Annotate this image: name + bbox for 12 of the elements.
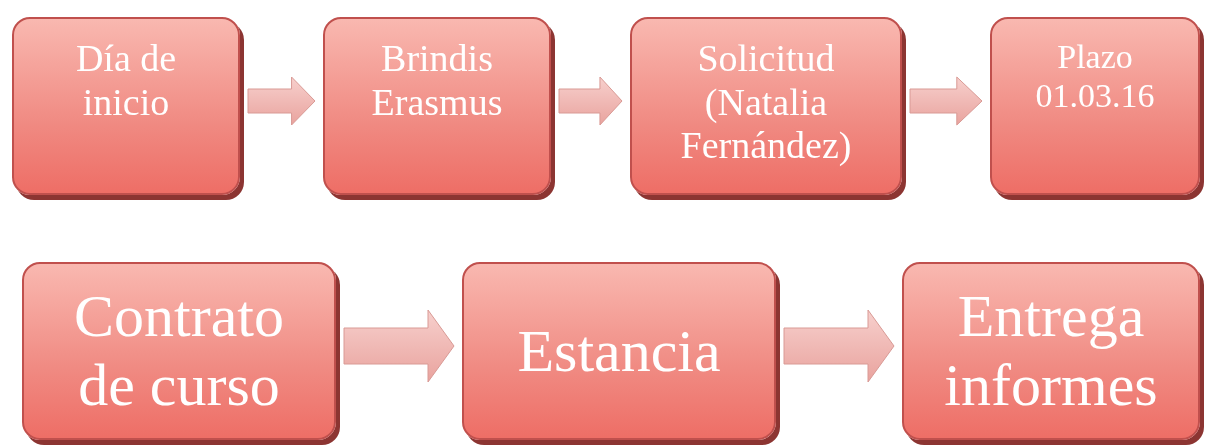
box-label: Solicitud (Natalia Fernández) (679, 37, 853, 169)
box-label: Plazo 01.03.16 (1034, 37, 1156, 116)
box-label: Brindis Erasmus (370, 37, 504, 125)
box-label: Contrato de curso (73, 282, 285, 420)
block-arrow (909, 76, 983, 126)
box-label: Día de inicio (74, 37, 178, 125)
block-arrow (343, 309, 455, 383)
block-arrow (783, 309, 895, 383)
block-arrow (558, 76, 623, 126)
block-arrow (247, 76, 316, 126)
box-label: Estancia (517, 316, 721, 386)
box-label: Entrega informes (943, 282, 1159, 420)
